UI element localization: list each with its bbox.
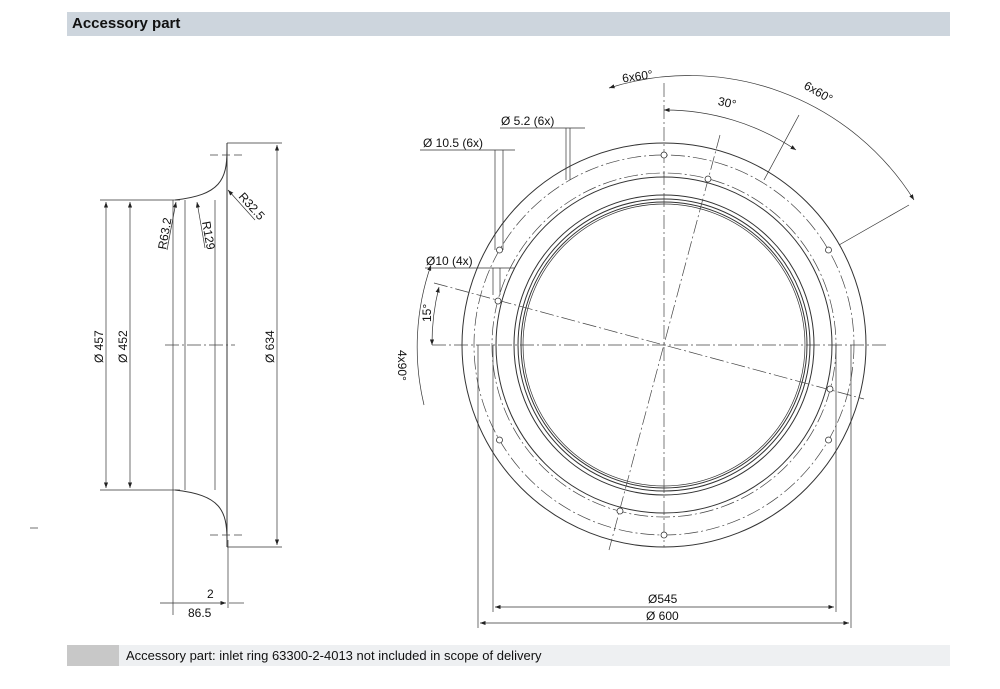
dim-30: 30° [717,94,738,112]
front-view [416,75,915,551]
dim-r129: R129 [199,220,218,251]
footer-note-bar: Accessory part: inlet ring 63300-2-4013 … [67,645,950,666]
dim-r32: R32.5 [236,190,268,223]
dim-d600: Ø 600 [646,609,679,623]
dim-86: 86.5 [188,606,212,620]
side-view: Ø 457 Ø 452 Ø 634 R63.2 R129 R32.5 2 86.… [92,142,282,620]
dim-d545: Ø545 [648,592,678,606]
footer-label-box [67,645,119,666]
dim-6x60-left: 6x60° [621,67,654,85]
dim-r63: R63.2 [155,216,174,250]
dim-6x60-right: 6x60° [802,78,836,106]
section-header: Accessory part [67,12,950,36]
dim-2: 2 [207,587,214,601]
dim-d452: Ø 452 [116,330,130,363]
front-view-dims: 6x60° 6x60° 30° Ø 5.2 (6x) Ø 10.5 (6x) Ø… [395,67,852,628]
dim-d457: Ø 457 [92,330,106,363]
dim-4x90: 4x90° [395,350,409,381]
dim-15: 15° [420,304,434,322]
footer-note: Accessory part: inlet ring 63300-2-4013 … [126,648,542,663]
dim-hole-10-5: Ø 10.5 (6x) [423,136,483,150]
dim-hole-10: Ø10 (4x) [426,254,473,268]
dim-hole-5-2: Ø 5.2 (6x) [501,114,554,128]
dim-d634: Ø 634 [263,330,277,363]
